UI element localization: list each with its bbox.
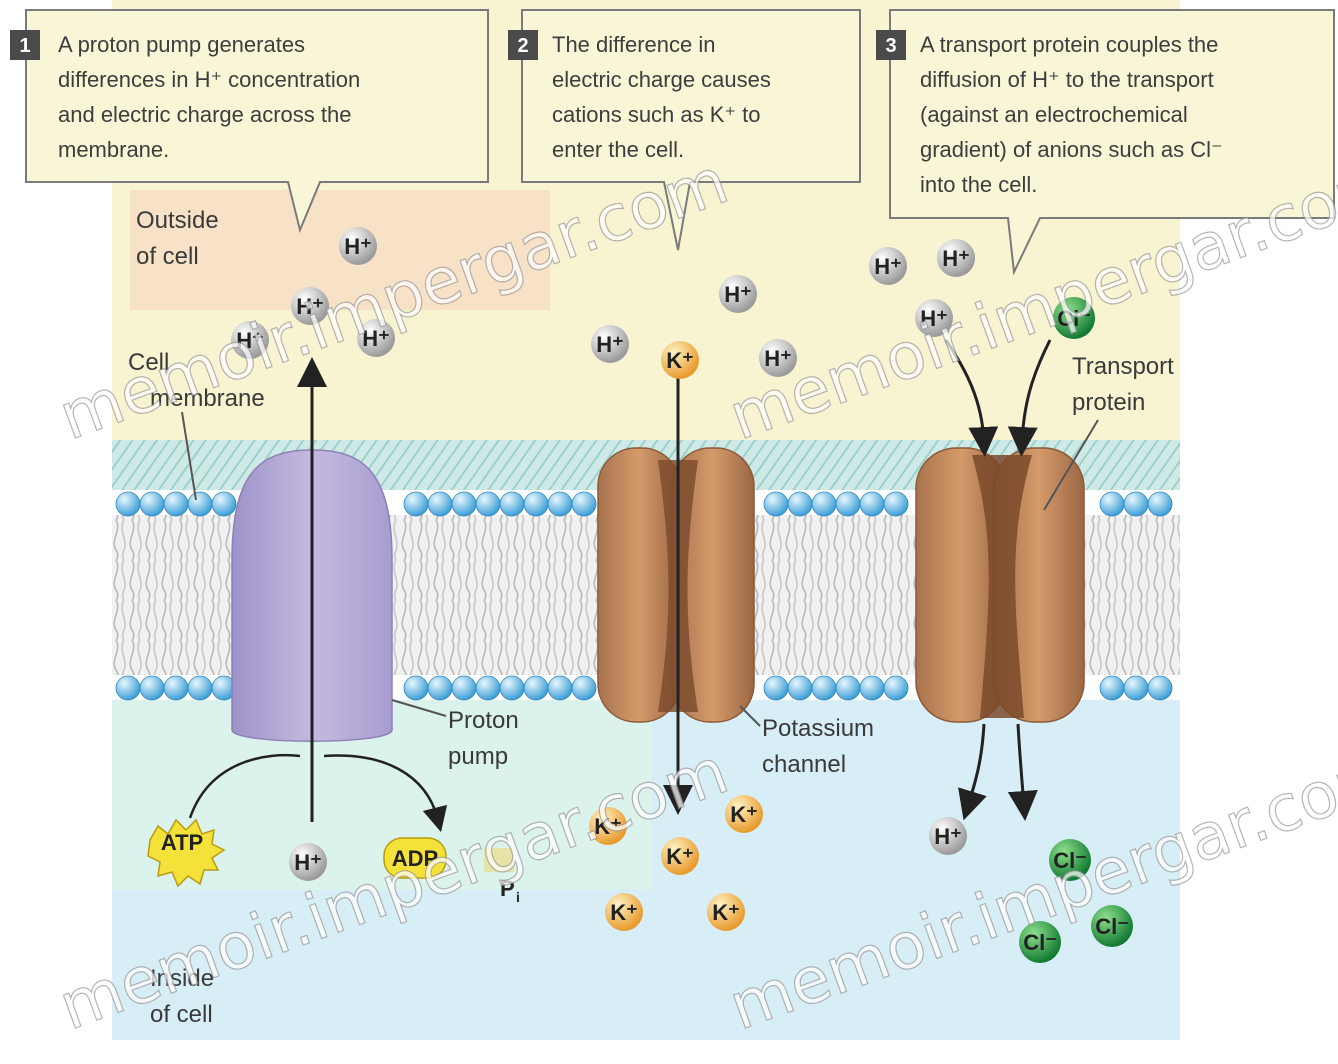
- svg-text:Cl⁻: Cl⁻: [1095, 914, 1129, 939]
- phospholipid-head: [860, 676, 884, 700]
- outside-label-line-2: of cell: [136, 243, 199, 270]
- callout-2-line-3: cations such as K⁺ to: [552, 102, 761, 127]
- phospholipid-head: [140, 676, 164, 700]
- phospholipid-head: [812, 676, 836, 700]
- phospholipid-head: [164, 676, 188, 700]
- phospholipid-head: [452, 676, 476, 700]
- callout-1-line-3: and electric charge across the: [58, 102, 352, 127]
- svg-text:H⁺: H⁺: [294, 850, 322, 875]
- phospholipid-head: [500, 676, 524, 700]
- phospholipid-head: [188, 676, 212, 700]
- outside-label-line-1: Outside: [136, 207, 219, 234]
- transport-protein-label-line-2: protein: [1072, 389, 1145, 416]
- phospholipid-head: [1124, 676, 1148, 700]
- phospholipid-head: [404, 492, 428, 516]
- phospholipid-head: [500, 492, 524, 516]
- potassium-channel-label-line-2: channel: [762, 751, 846, 778]
- callout-3-line-5: into the cell.: [920, 172, 1037, 197]
- svg-text:K⁺: K⁺: [730, 802, 758, 827]
- phospholipid-head: [572, 492, 596, 516]
- phospholipid-head: [812, 492, 836, 516]
- phospholipid-head: [452, 492, 476, 516]
- phospholipid-head: [884, 676, 908, 700]
- h-ion: H⁺: [339, 227, 377, 265]
- k-ion: K⁺: [707, 893, 745, 931]
- svg-text:K⁺: K⁺: [610, 900, 638, 925]
- phospholipid-head: [1124, 492, 1148, 516]
- phospholipid-head: [836, 492, 860, 516]
- phospholipid-head: [548, 492, 572, 516]
- callout-3-line-1: A transport protein couples the: [920, 32, 1218, 57]
- svg-text:ATP: ATP: [161, 830, 203, 855]
- callout-3-line-3: (against an electrochemical: [920, 102, 1188, 127]
- phospholipid-head: [116, 676, 140, 700]
- phospholipid-head: [1148, 676, 1172, 700]
- svg-text:H⁺: H⁺: [934, 824, 962, 849]
- callout-2-line-2: electric charge causes: [552, 67, 771, 92]
- svg-text:H⁺: H⁺: [596, 332, 624, 357]
- k-ion: K⁺: [661, 837, 699, 875]
- callout-2-line-1: The difference in: [552, 32, 715, 57]
- svg-text:H⁺: H⁺: [942, 246, 970, 271]
- phospholipid-head: [164, 492, 188, 516]
- callout-1-line-2: differences in H⁺ concentration: [58, 67, 360, 92]
- phospholipid-head: [428, 492, 452, 516]
- h-ion: H⁺: [289, 843, 327, 881]
- h-ion: H⁺: [591, 325, 629, 363]
- phospholipid-head: [524, 676, 548, 700]
- svg-text:H⁺: H⁺: [344, 234, 372, 259]
- phospholipid-head: [140, 492, 164, 516]
- phospholipid-head: [860, 492, 884, 516]
- svg-text:K⁺: K⁺: [666, 348, 694, 373]
- phospholipid-head: [1100, 492, 1124, 516]
- phospholipid-head: [476, 492, 500, 516]
- phospholipid-head: [884, 492, 908, 516]
- svg-text:H⁺: H⁺: [724, 282, 752, 307]
- potassium-channel-label-line-1: Potassium: [762, 715, 874, 742]
- svg-text:H⁺: H⁺: [874, 254, 902, 279]
- callout-3-line-2: diffusion of H⁺ to the transport: [920, 67, 1214, 92]
- step-3-number: 3: [885, 35, 896, 57]
- callout-2-line-4: enter the cell.: [552, 137, 684, 162]
- proton-pump-label-line-2: pump: [448, 743, 508, 770]
- phospholipid-head: [188, 492, 212, 516]
- phospholipid-head: [404, 676, 428, 700]
- phospholipid-head: [788, 676, 812, 700]
- proton-pump-label-line-1: Proton: [448, 707, 519, 734]
- step-2-number: 2: [517, 35, 528, 57]
- phospholipid-head: [548, 676, 572, 700]
- callout-3-line-4: gradient) of anions such as Cl⁻: [920, 137, 1223, 162]
- phospholipid-head: [116, 492, 140, 516]
- phospholipid-head: [836, 676, 860, 700]
- transport-protein: [916, 448, 1084, 722]
- k-ion: K⁺: [661, 341, 699, 379]
- phospholipid-head: [764, 492, 788, 516]
- h-ion: H⁺: [929, 817, 967, 855]
- h-ion: H⁺: [719, 275, 757, 313]
- k-ion: K⁺: [605, 893, 643, 931]
- phospholipid-head: [1100, 676, 1124, 700]
- phospholipid-head: [1148, 492, 1172, 516]
- phospholipid-head: [476, 676, 500, 700]
- phospholipid-head: [524, 492, 548, 516]
- phospholipid-head: [572, 676, 596, 700]
- svg-text:i: i: [516, 889, 520, 905]
- h-ion: H⁺: [937, 239, 975, 277]
- h-ion: H⁺: [869, 247, 907, 285]
- callout-1-line-4: membrane.: [58, 137, 169, 162]
- phospholipid-head: [788, 492, 812, 516]
- phospholipid-head: [764, 676, 788, 700]
- potassium-channel: [598, 448, 754, 722]
- callout-1-line-1: A proton pump generates: [58, 32, 305, 57]
- svg-text:K⁺: K⁺: [666, 844, 694, 869]
- transport-protein-label-line-1: Transport: [1072, 353, 1174, 380]
- svg-text:K⁺: K⁺: [712, 900, 740, 925]
- phospholipid-head: [212, 492, 236, 516]
- phospholipid-head: [428, 676, 452, 700]
- step-1-number: 1: [19, 35, 30, 57]
